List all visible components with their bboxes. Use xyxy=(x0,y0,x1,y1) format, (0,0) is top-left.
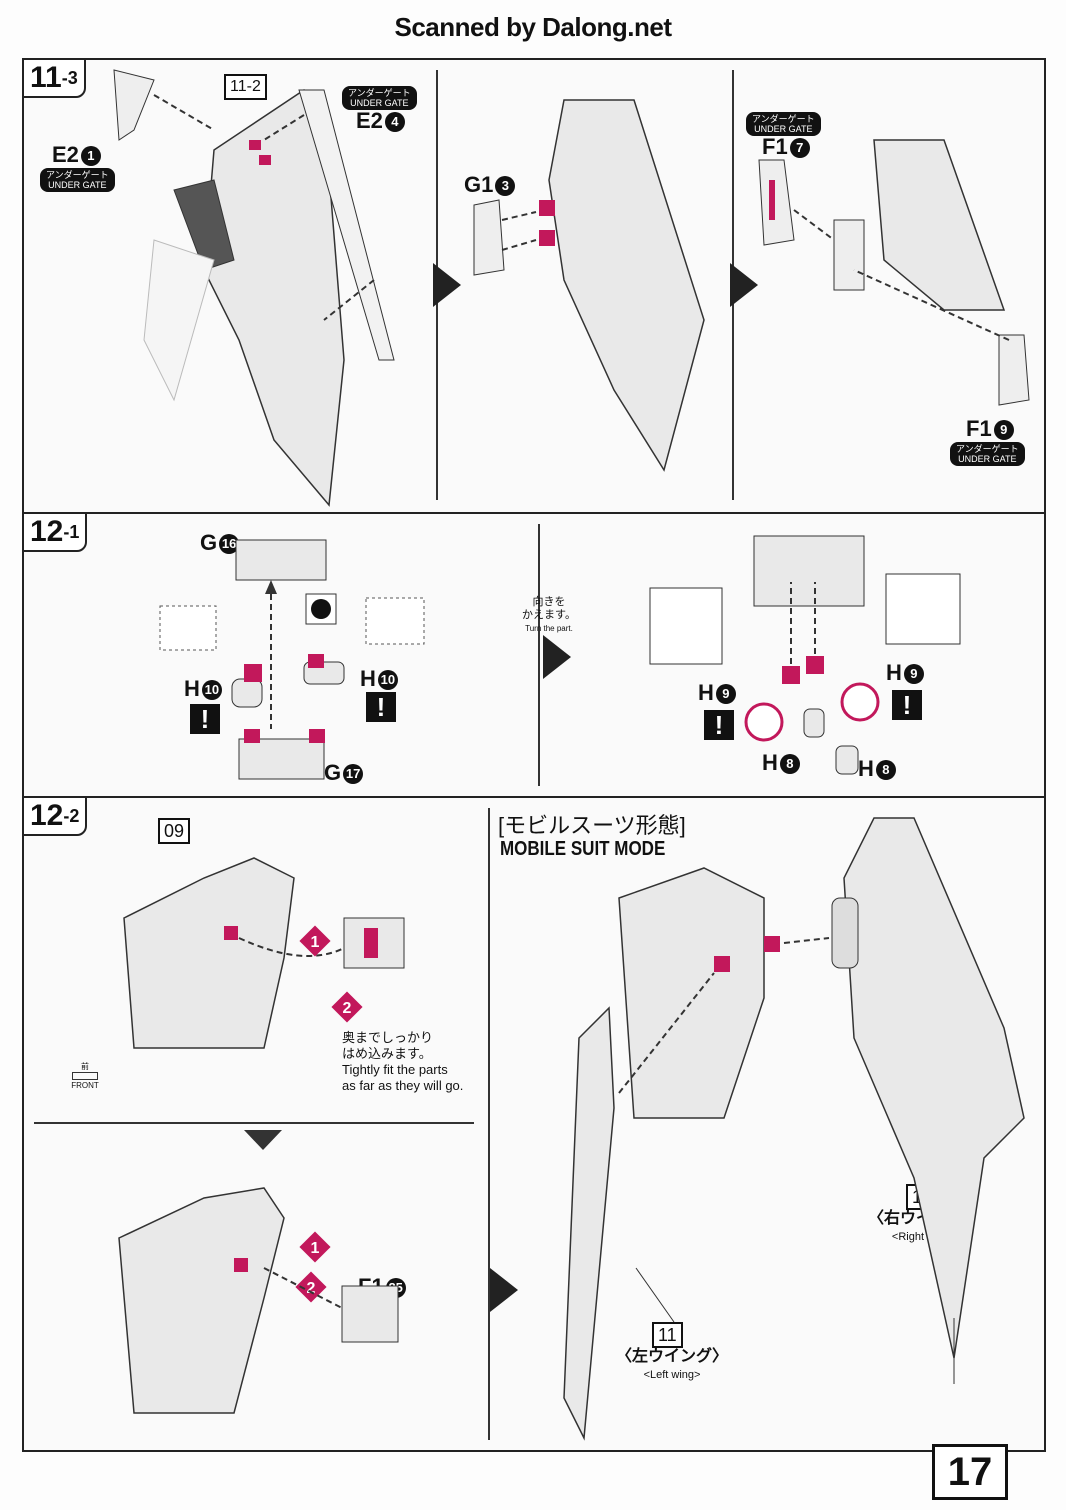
next-arrow xyxy=(543,635,571,679)
ref-box-11: 11 xyxy=(652,1322,683,1348)
next-arrow xyxy=(730,263,758,307)
joint-assembly-illustration xyxy=(159,535,961,780)
svg-text:2: 2 xyxy=(343,1000,352,1017)
warning-icon: ! xyxy=(704,710,734,740)
warning-icon: ! xyxy=(892,690,922,720)
warning-icon: ! xyxy=(366,692,396,722)
watermark-text: Scanned by Dalong.net xyxy=(394,12,673,42)
turn-part-note: 向きをかえます。Turn the part. xyxy=(522,596,576,633)
step-sub: -1 xyxy=(63,522,80,542)
warning-icon: ! xyxy=(190,704,220,734)
left-wing-caption: 〈左ウイング〉<Left wing> xyxy=(615,1348,728,1381)
ref-step-box: 11-2 xyxy=(224,74,267,100)
mobile-suit-mode-title-en: MOBILE SUIT MODE xyxy=(500,838,666,860)
next-arrow xyxy=(433,263,461,307)
wing-assembly-illustration xyxy=(113,69,1030,507)
step-12-2-panel: 12-2 09 奥までしっかりはめ込みます。Tightly fit the pa… xyxy=(22,796,1046,1452)
divider xyxy=(488,808,490,1440)
svg-text:2: 2 xyxy=(307,1280,316,1297)
ref-box-09: 09 xyxy=(158,818,191,844)
divider xyxy=(34,1122,474,1124)
step-badge-11-3: 11-3 xyxy=(22,58,86,98)
step-sub: -2 xyxy=(63,806,80,826)
svg-text:1: 1 xyxy=(311,934,320,951)
step-number: 11 xyxy=(30,61,62,94)
svg-text:1: 1 xyxy=(311,1240,320,1257)
mobile-suit-illustration: 1 2 1 2 xyxy=(118,817,1025,1441)
front-indicator: 前 FRONT xyxy=(71,1062,99,1090)
step-number: 12 xyxy=(30,515,64,548)
step-sub: -3 xyxy=(61,68,78,88)
step-badge-12-2: 12-2 xyxy=(22,796,88,836)
mobile-suit-mode-title-jp: [モビルスーツ形態] xyxy=(498,813,686,838)
step-number: 12 xyxy=(30,799,64,832)
page-number: 17 xyxy=(932,1444,1008,1500)
step-badge-12-1: 12-1 xyxy=(22,512,88,552)
next-arrow xyxy=(490,1268,518,1312)
divider xyxy=(538,524,540,786)
